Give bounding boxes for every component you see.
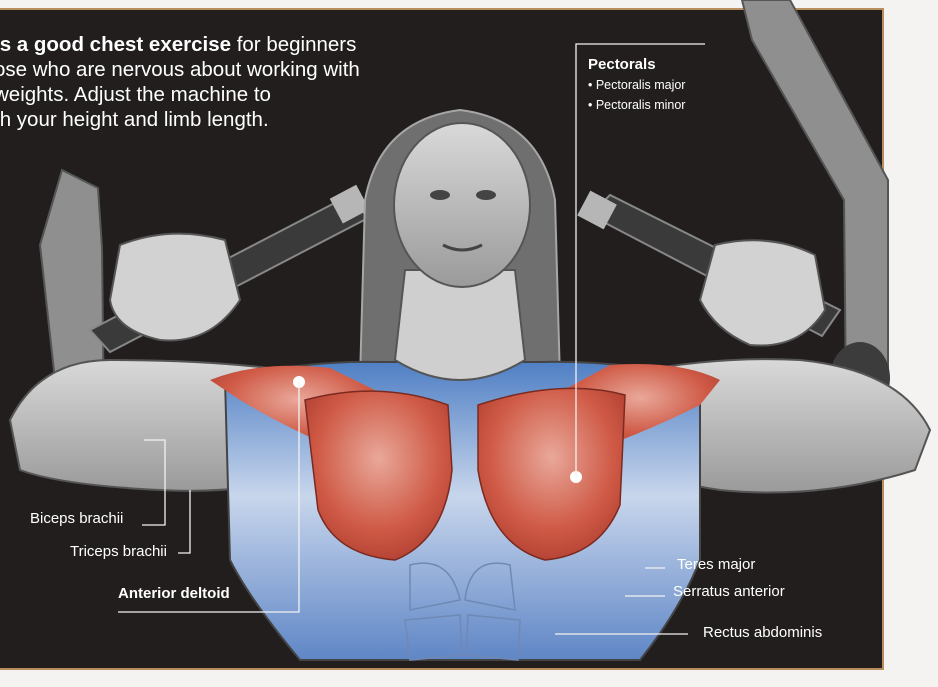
left-hand: [110, 234, 240, 341]
rectus-abdominis-label: Rectus abdominis: [703, 624, 822, 641]
intro-line-1-rest: for beginners: [231, 33, 356, 56]
left-eye: [430, 190, 450, 200]
intro-line-3: weights. Adjust the machine to: [0, 82, 494, 107]
intro-line-2: ose who are nervous about working with: [0, 57, 494, 82]
serratus-anterior-label: Serratus anterior: [673, 583, 785, 600]
triceps-brachii-label: Triceps brachii: [70, 543, 167, 560]
pectoralis-major-label: • Pectoralis major: [588, 78, 685, 92]
anterior-deltoid-label: Anterior deltoid: [118, 585, 230, 602]
machine-frame-right: [742, 0, 890, 414]
intro-bold: is a good chest exercise: [0, 33, 231, 56]
teres-major-label: Teres major: [677, 556, 755, 573]
intro-line-4: th your height and limb length.: [0, 107, 494, 132]
right-eye: [476, 190, 496, 200]
head: [394, 123, 530, 287]
pectorals-title: Pectorals: [588, 56, 656, 73]
intro-text: is a good chest exercise for beginners o…: [0, 32, 494, 132]
biceps-brachii-label: Biceps brachii: [30, 510, 123, 527]
intro-line-1: is a good chest exercise for beginners: [0, 32, 494, 57]
pectoralis-minor-label: • Pectoralis minor: [588, 98, 685, 112]
right-hand: [700, 240, 825, 345]
